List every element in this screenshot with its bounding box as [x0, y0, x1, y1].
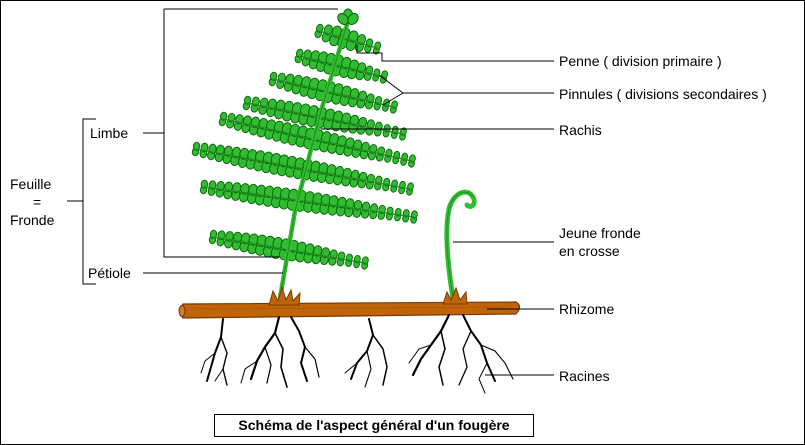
pinna [268, 71, 398, 114]
pinna [208, 229, 369, 270]
label-petiole: Pétiole [88, 265, 131, 281]
young-frond-crosier [444, 189, 477, 301]
label-pinnules: Pinnules ( divisions secondaires ) [559, 86, 767, 102]
label-en-crosse: en crosse [559, 243, 620, 259]
label-feuille: Feuille [10, 176, 52, 192]
roots [200, 313, 514, 394]
label-jeune-fronde: Jeune fronde [559, 225, 641, 241]
pinna [218, 111, 416, 168]
pinna [191, 141, 414, 196]
label-penne: Penne ( division primaire ) [559, 53, 722, 69]
pinna [199, 179, 418, 224]
frond-base-scales [268, 285, 468, 306]
frond-pinnae [191, 23, 418, 270]
label-fronde: Fronde [10, 212, 55, 228]
diagram-caption: Schéma de l'aspect général d'un fougère [214, 414, 534, 437]
label-equals: = [33, 194, 42, 210]
label-rhizome: Rhizome [559, 301, 615, 317]
rhizome-shape [178, 301, 521, 319]
leader-lines [67, 8, 554, 376]
label-rachis: Rachis [559, 122, 602, 138]
label-racines: Racines [559, 368, 610, 384]
label-limbe: Limbe [90, 125, 129, 141]
